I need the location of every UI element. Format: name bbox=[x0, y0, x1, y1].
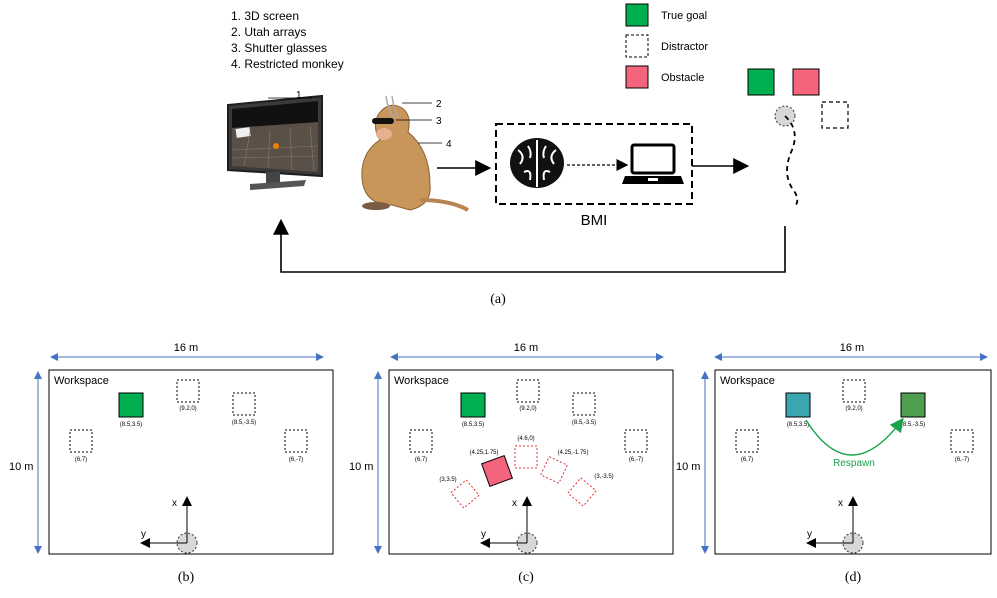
label-c-2: (8.5,-3.5) bbox=[572, 420, 596, 426]
axis-y-c: y bbox=[481, 529, 486, 540]
label-b-3: (6,7) bbox=[75, 457, 87, 463]
caption-c: (c) bbox=[518, 570, 534, 585]
label-c-7: (4.25,-1.75) bbox=[557, 450, 588, 456]
panel-b-height: 10 m bbox=[9, 461, 33, 473]
monkey-illustration bbox=[361, 95, 469, 212]
axis-y-d: y bbox=[807, 529, 812, 540]
label-c-3: (6,7) bbox=[415, 457, 427, 463]
label-c-9: (3,-3.5) bbox=[594, 474, 613, 480]
goal-b bbox=[118, 392, 144, 418]
axis-x-b: x bbox=[172, 498, 177, 509]
feedback-arrow bbox=[273, 218, 786, 273]
workspace-b bbox=[48, 369, 334, 555]
legend-obstacle-label: Obstacle bbox=[661, 72, 704, 84]
workspace-b-label: Workspace bbox=[54, 375, 109, 387]
legend-distractor-swatch bbox=[625, 34, 649, 58]
caption-b: (b) bbox=[178, 570, 195, 585]
list-item-4: 4. Restricted monkey bbox=[231, 57, 344, 71]
panel-d: 16 m 10 m Workspace (8.5,3.5) (9.2,0) (8… bbox=[676, 342, 992, 585]
setup-list: 1. 3D screen 2. Utah arrays 3. Shutter g… bbox=[231, 9, 344, 71]
label-b-4: (6,-7) bbox=[289, 457, 303, 463]
callout-4: 4 bbox=[446, 139, 452, 150]
label-b-0: (8.5,3.5) bbox=[120, 422, 142, 428]
label-c-1: (9.2,0) bbox=[519, 406, 536, 412]
bmi-box bbox=[495, 123, 693, 205]
respawn-label: Respawn bbox=[833, 458, 875, 469]
caption-d: (d) bbox=[845, 570, 862, 585]
legend-goal-swatch bbox=[625, 3, 649, 27]
label-c-5: (4.25,1.75) bbox=[469, 450, 498, 456]
panel-c-width: 16 m bbox=[514, 342, 538, 354]
panel-b: 16 m 10 m Workspace (8.5,3.5) (9.2,0) (8… bbox=[9, 342, 334, 585]
workspace-c-label: Workspace bbox=[394, 375, 449, 387]
callout-3: 3 bbox=[436, 116, 442, 127]
distractor-c-2 bbox=[572, 392, 596, 416]
obstacle-outline-c-3 bbox=[450, 479, 480, 509]
obstacle-c bbox=[480, 454, 514, 488]
distractor-b-2 bbox=[232, 392, 256, 416]
callout-2: 2 bbox=[436, 99, 442, 110]
label-c-4: (6,-7) bbox=[629, 457, 643, 463]
panel-b-width: 16 m bbox=[174, 342, 198, 354]
callout-1: 1 bbox=[296, 90, 302, 101]
obstacle-outline-c-1 bbox=[514, 445, 538, 469]
list-item-3: 3. Shutter glasses bbox=[231, 41, 327, 55]
obstacle-outline-c-4 bbox=[567, 477, 597, 507]
axis-y-b: y bbox=[141, 529, 146, 540]
axis-x-c: x bbox=[512, 498, 517, 509]
label-c-8: (3,3.5) bbox=[439, 477, 456, 483]
distractor-b-4 bbox=[284, 429, 308, 453]
distractor-b-1 bbox=[176, 379, 200, 403]
obstacle-outline-c-2 bbox=[540, 456, 568, 484]
distractor-c-4 bbox=[624, 429, 648, 453]
panel-d-width: 16 m bbox=[840, 342, 864, 354]
scene-goal bbox=[747, 68, 775, 96]
panel-c-height: 10 m bbox=[349, 461, 373, 473]
scene-distractor bbox=[821, 101, 849, 129]
respawn-arrow bbox=[805, 417, 904, 456]
goal-c bbox=[460, 392, 486, 418]
legend-distractor-label: Distractor bbox=[661, 41, 708, 53]
workspace-c bbox=[388, 369, 674, 555]
panel-c: 16 m 10 m Workspace (8.5,3.5) (9.2,0) (8… bbox=[349, 342, 674, 585]
legend-goal-label: True goal bbox=[661, 10, 707, 22]
distractor-d-1 bbox=[842, 379, 866, 403]
label-d-0: (8.5,3.5) bbox=[787, 422, 809, 428]
laptop-icon bbox=[622, 143, 684, 184]
panel-d-height: 10 m bbox=[676, 461, 700, 473]
label-d-3: (6,7) bbox=[741, 457, 753, 463]
scene-obstacle bbox=[792, 68, 820, 96]
label-d-1: (9.2,0) bbox=[845, 406, 862, 412]
label-d-4: (6,-7) bbox=[955, 457, 969, 463]
label-c-0: (8.5,3.5) bbox=[462, 422, 484, 428]
distractor-c-1 bbox=[516, 379, 540, 403]
workspace-d-label: Workspace bbox=[720, 375, 775, 387]
distractor-d-3 bbox=[735, 429, 759, 453]
distractor-d-4 bbox=[950, 429, 974, 453]
distractor-c-3 bbox=[409, 429, 433, 453]
distractor-b-3 bbox=[69, 429, 93, 453]
trajectory-scene bbox=[747, 68, 849, 206]
legend-obstacle-swatch bbox=[625, 65, 649, 89]
new-goal-d bbox=[900, 392, 926, 418]
legend: True goal Distractor Obstacle bbox=[625, 3, 708, 89]
label-c-6: (4.6,0) bbox=[517, 436, 534, 442]
monitor-illustration bbox=[227, 94, 323, 190]
bmi-label: BMI bbox=[581, 212, 608, 229]
axis-x-d: x bbox=[838, 498, 843, 509]
list-item-2: 2. Utah arrays bbox=[231, 25, 306, 39]
list-item-1: 1. 3D screen bbox=[231, 9, 299, 23]
workspace-d bbox=[714, 369, 992, 555]
previous-goal-d bbox=[785, 392, 811, 418]
brain-icon bbox=[510, 138, 564, 188]
label-b-1: (9.2,0) bbox=[179, 406, 196, 412]
label-b-2: (8.5,-3.5) bbox=[232, 420, 256, 426]
label-d-2: (8.5,-3.5) bbox=[901, 422, 925, 428]
caption-a: (a) bbox=[490, 292, 506, 307]
